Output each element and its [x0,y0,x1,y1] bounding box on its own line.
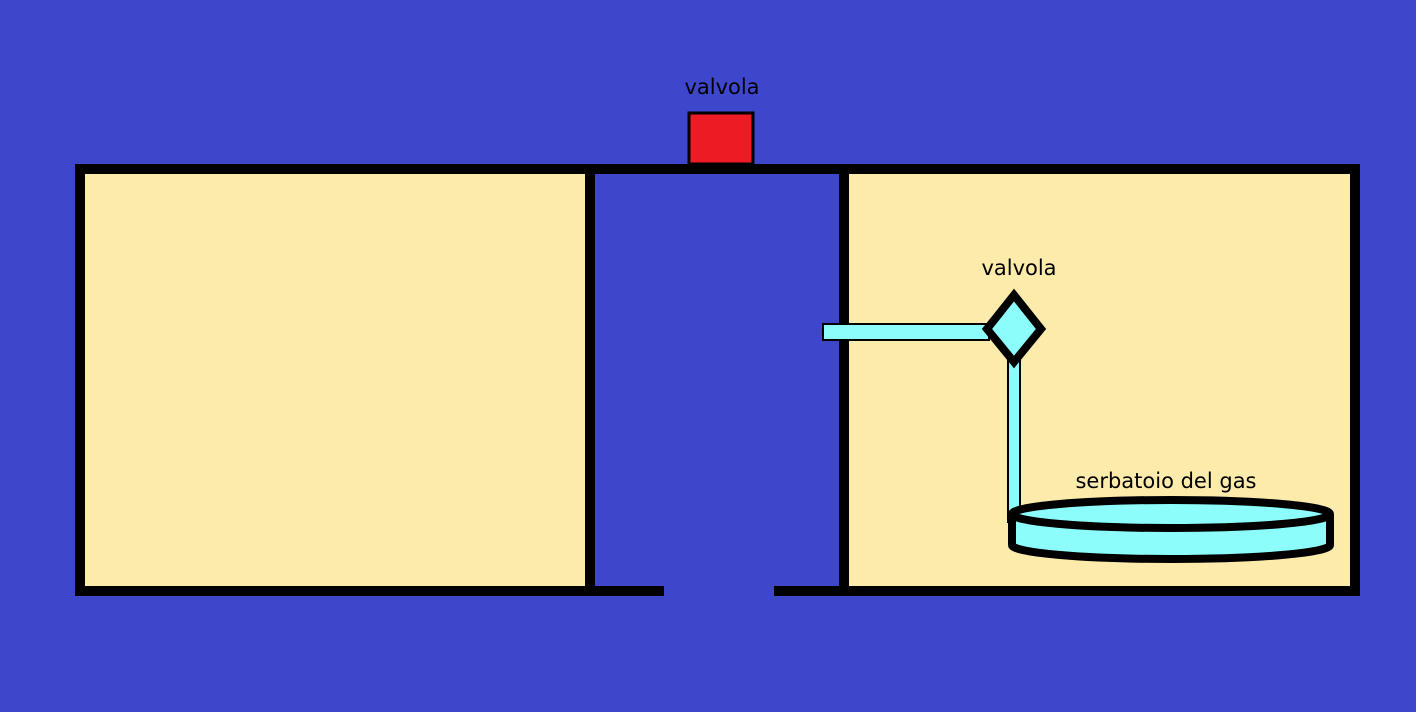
top-valve-label: valvola [684,75,759,99]
gas-pipe-vertical [1007,351,1021,523]
gas-pipe-horizontal [822,323,990,341]
gas-tank-label: serbatoio del gas [1075,469,1256,493]
top-valve [687,111,755,166]
gas-tank [1008,496,1334,563]
walls [75,164,1360,596]
gas-tank-top [1008,496,1334,532]
left-room [80,169,590,591]
inner-valve [981,288,1047,369]
inner-valve-label: valvola [981,256,1056,280]
